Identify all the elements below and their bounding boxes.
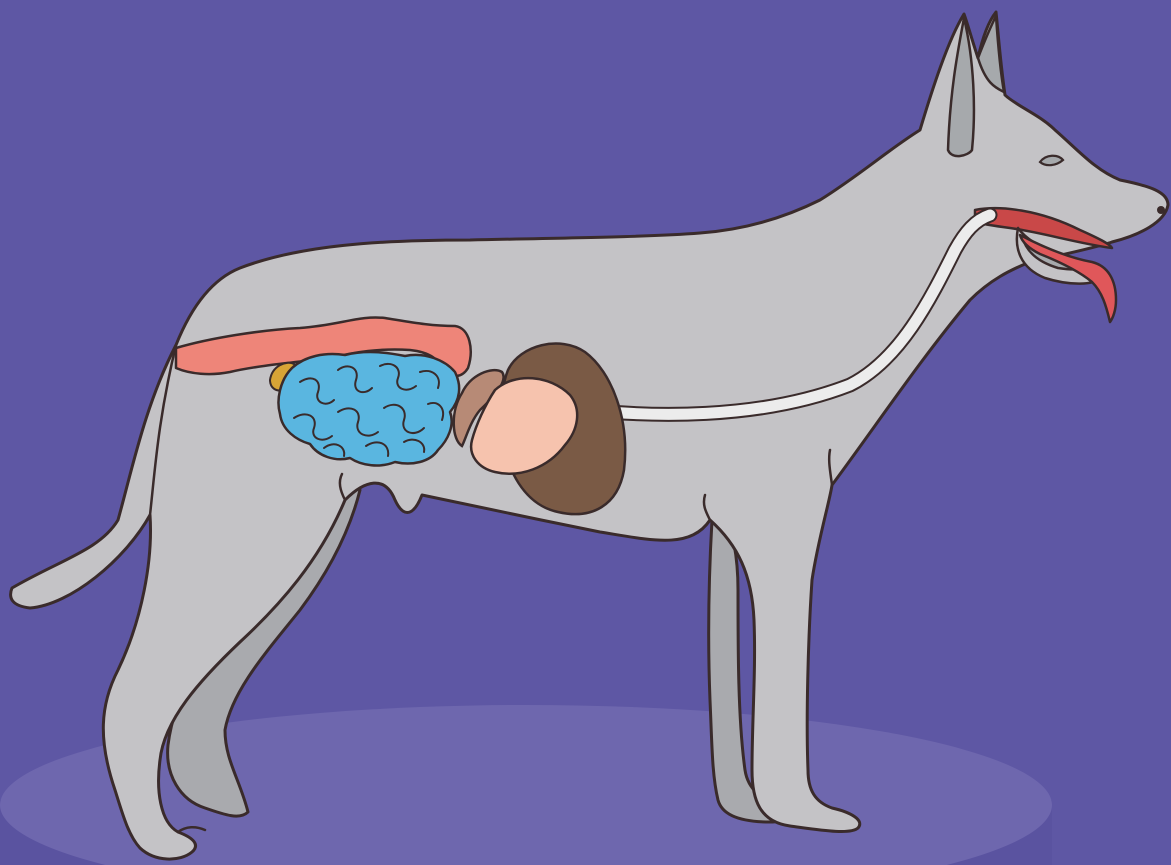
nose-icon xyxy=(1157,206,1165,214)
